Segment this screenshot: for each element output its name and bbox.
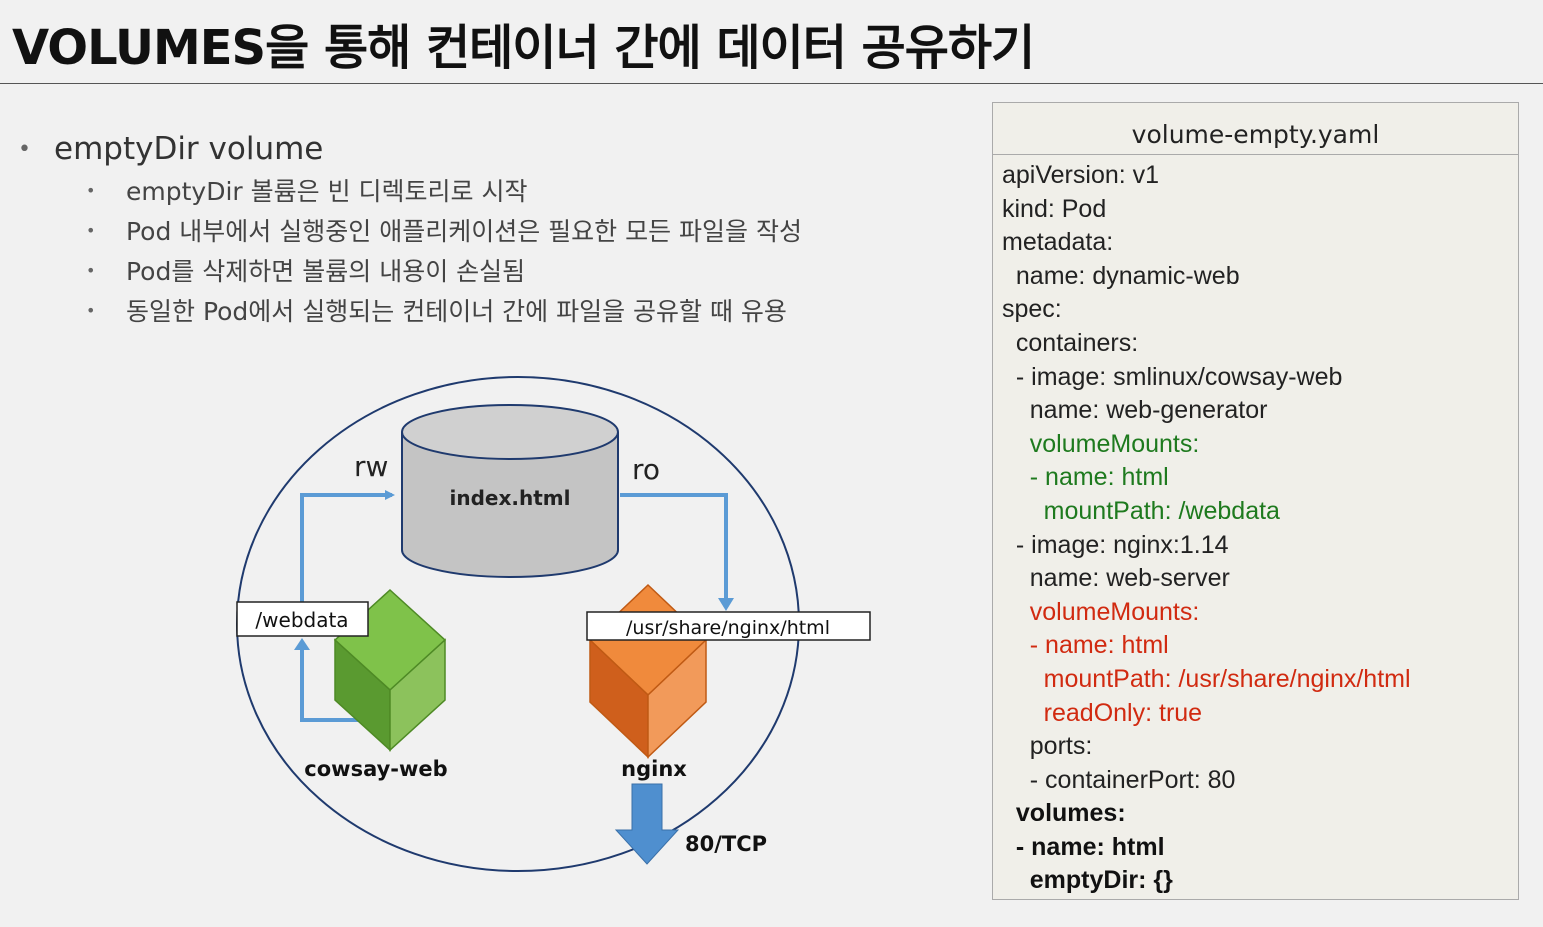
bullet-main: • emptyDir volume <box>18 128 802 170</box>
volume-cylinder <box>401 404 619 578</box>
nginx-label: nginx <box>621 757 687 781</box>
yaml-line: emptyDir: {} <box>1002 866 1173 895</box>
bullet-dot: • <box>18 136 31 162</box>
bullet-list: • emptyDir volume • emptyDir 볼륨은 빈 디렉토리로… <box>18 128 802 330</box>
bullet-dot: • <box>86 220 96 240</box>
webdata-label: /webdata <box>255 608 348 632</box>
slide-title: VOLUMES을 통해 컨테이너 간에 데이터 공유하기 <box>12 20 1035 76</box>
yaml-line: ports: <box>1002 732 1093 761</box>
yaml-line: - name: html <box>1002 832 1165 861</box>
rw-label: rw <box>354 450 388 483</box>
bullet-dot: • <box>86 260 96 280</box>
yaml-line: kind: Pod <box>1002 194 1107 223</box>
yaml-line: apiVersion: v1 <box>1002 161 1160 189</box>
ro-arrow <box>620 493 734 611</box>
yaml-line: volumes: <box>1002 799 1126 828</box>
bullet-item-text: 동일한 Pod에서 실행되는 컨테이너 간에 파일을 공유할 때 유용 <box>126 297 787 326</box>
yaml-line: volumeMounts: <box>1002 429 1200 458</box>
volume-label: index.html <box>450 486 571 510</box>
cowsay-web-label: cowsay-web <box>304 757 447 781</box>
yaml-code: apiVersion: v1 kind: Pod metadata: name: d… <box>993 155 1518 898</box>
nginx-path-label: /usr/share/nginx/html <box>626 617 830 639</box>
bullet-item: • 동일한 Pod에서 실행되는 컨테이너 간에 파일을 공유할 때 유용 <box>86 290 802 330</box>
bullet-item: • emptyDir 볼륨은 빈 디렉토리로 시작 <box>86 170 802 210</box>
yaml-line: mountPath: /usr/share/nginx/html <box>1002 664 1411 693</box>
bullet-dot: • <box>86 180 96 200</box>
yaml-line: readOnly: true <box>1002 698 1203 727</box>
webdata-label-box <box>236 601 369 637</box>
yaml-line: - containerPort: 80 <box>1002 765 1236 794</box>
bullet-item-text: emptyDir 볼륨은 빈 디렉토리로 시작 <box>126 177 528 206</box>
ro-label: ro <box>632 453 660 486</box>
yaml-filename: volume-empty.yaml <box>993 103 1518 155</box>
port-label: 80/TCP <box>685 832 767 856</box>
yaml-line: mountPath: /webdata <box>1002 496 1280 525</box>
yaml-line: metadata: <box>1002 228 1114 257</box>
port-arrow <box>614 783 680 865</box>
nginx-path-label-box <box>586 611 871 641</box>
title-divider <box>0 83 1543 84</box>
bullet-item-text: Pod를 삭제하면 볼륨의 내용이 손실됨 <box>126 257 526 286</box>
yaml-line: spec: <box>1002 295 1062 324</box>
yaml-line: - image: nginx:1.14 <box>1002 530 1229 559</box>
cowsay-web-cube <box>333 588 447 752</box>
yaml-line: - name: html <box>1002 463 1169 492</box>
bullet-main-text: emptyDir volume <box>54 131 324 167</box>
bullet-dot: • <box>86 300 96 320</box>
bullet-item: • Pod를 삭제하면 볼륨의 내용이 손실됨 <box>86 250 802 290</box>
nginx-cube <box>588 583 708 759</box>
yaml-line: - image: smlinux/cowsay-web <box>1002 362 1343 391</box>
yaml-line: containers: <box>1002 328 1139 357</box>
bullet-item-text: Pod 내부에서 실행중인 애플리케이션은 필요한 모든 파일을 작성 <box>126 217 802 246</box>
yaml-line: name: web-generator <box>1002 396 1268 425</box>
yaml-line: name: dynamic-web <box>1002 261 1240 290</box>
yaml-line: name: web-server <box>1002 564 1230 593</box>
bullet-item: • Pod 내부에서 실행중인 애플리케이션은 필요한 모든 파일을 작성 <box>86 210 802 250</box>
rw-arrow <box>294 490 395 722</box>
yaml-line: volumeMounts: <box>1002 597 1200 626</box>
pod-volume-diagram: index.html rw ro /webdata cowsay-web /us… <box>236 376 871 872</box>
yaml-line: - name: html <box>1002 631 1169 660</box>
yaml-panel: volume-empty.yaml apiVersion: v1 kind: Po… <box>992 102 1519 900</box>
